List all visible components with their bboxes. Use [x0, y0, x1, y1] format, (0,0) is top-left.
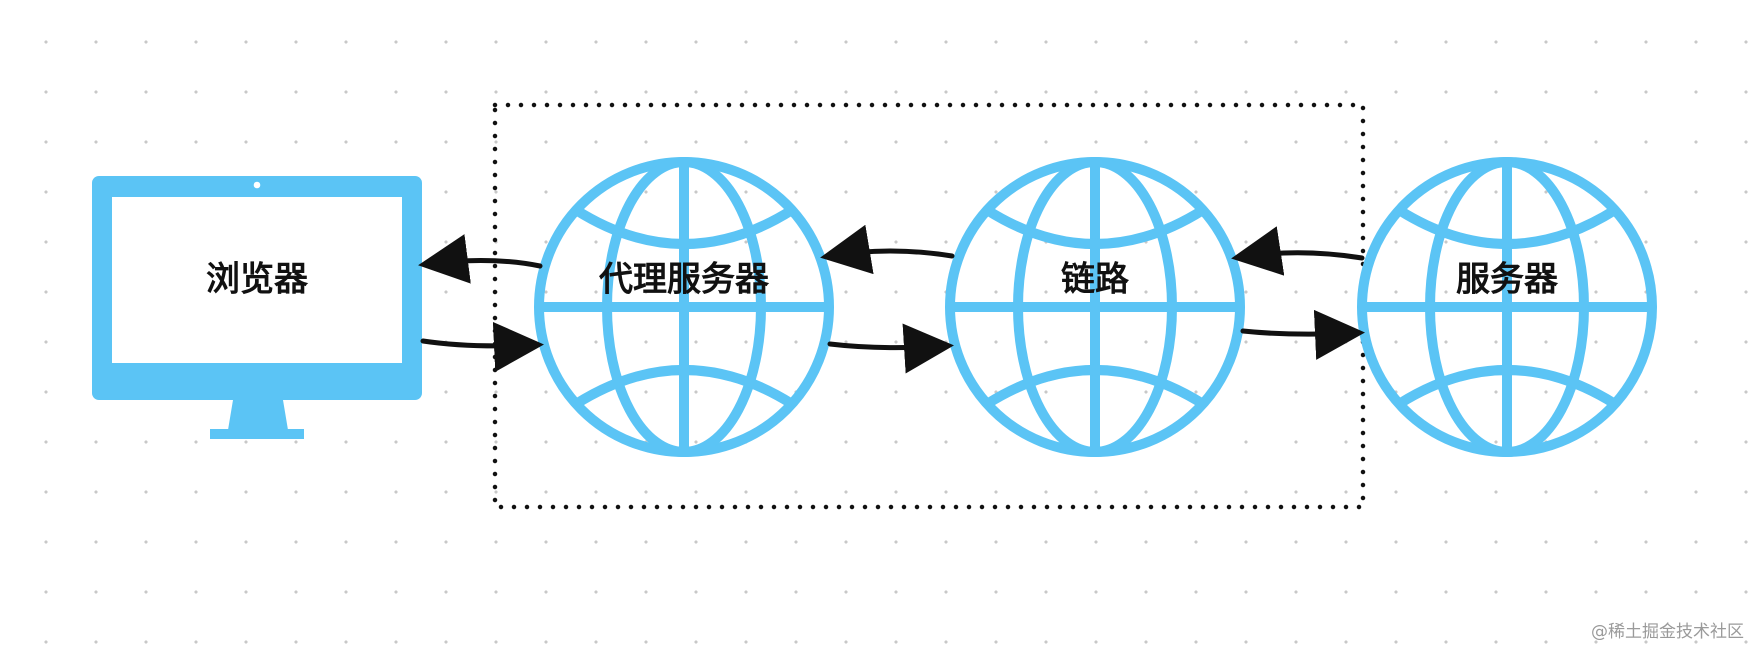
arrow-link-to-proxy — [820, 224, 955, 275]
link-node[interactable]: 链路 — [945, 157, 1245, 457]
arrow-link-to-server — [1240, 309, 1365, 360]
monitor-icon — [92, 176, 422, 439]
proxy-link-group-box — [492, 102, 1366, 510]
proxy-node[interactable]: 代理服务器 — [534, 157, 834, 457]
arrow-proxy-to-browser — [418, 234, 543, 284]
globe-icon — [945, 157, 1245, 457]
arrow-proxy-to-link — [827, 323, 954, 374]
watermark: @稀土掘金技术社区 — [1591, 622, 1744, 642]
proxy-label: 代理服务器 — [598, 260, 770, 300]
server-label: 服务器 — [1456, 260, 1559, 300]
server-node[interactable]: 服务器 — [1357, 157, 1657, 457]
link-label: 链路 — [1061, 260, 1130, 300]
arrow-browser-to-proxy — [420, 321, 544, 372]
browser-label: 浏览器 — [206, 260, 309, 300]
browser-node[interactable]: 浏览器 — [92, 176, 422, 439]
globe-icon — [1357, 157, 1657, 457]
arrow-server-to-link — [1231, 226, 1365, 276]
globe-icon — [534, 157, 834, 457]
